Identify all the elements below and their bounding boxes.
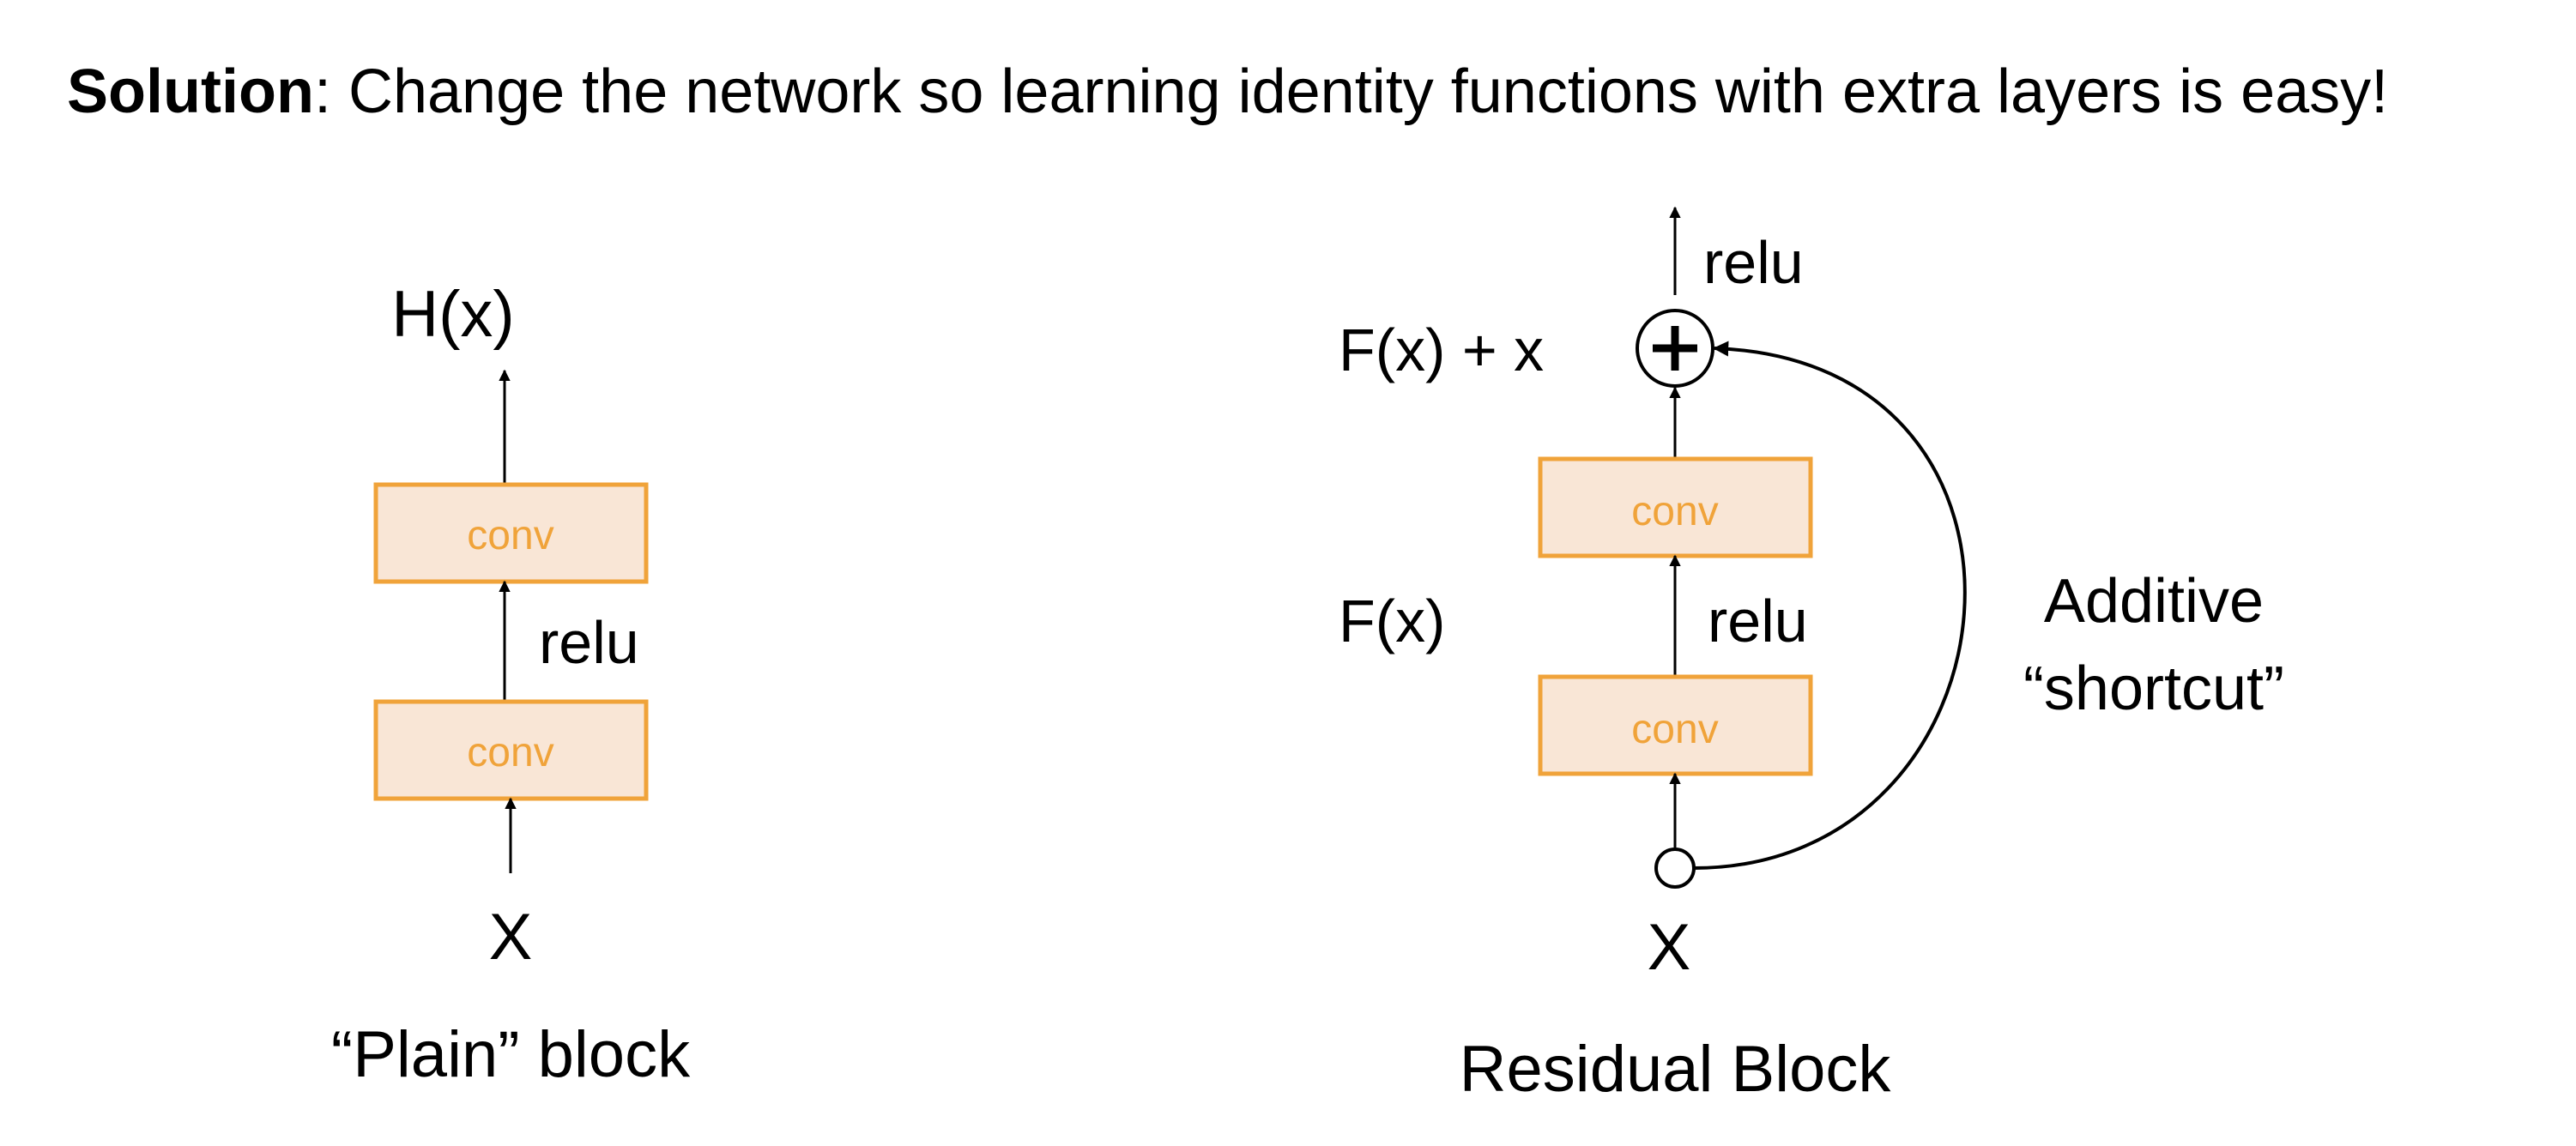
residual-conv-top-label: conv [1631, 489, 1718, 534]
residual-sum-label: F(x) + x [1339, 317, 1544, 383]
shortcut-label-line2: “shortcut” [2023, 654, 2284, 723]
plain-input-label: X [489, 901, 533, 974]
shortcut-label-line1: Additive [2044, 567, 2264, 636]
residual-conv-bottom-label: conv [1631, 707, 1718, 752]
residual-fx-label: F(x) [1339, 588, 1445, 654]
plain-block-caption: “Plain” block [331, 1018, 691, 1091]
plain-relu-label: relu [539, 609, 639, 676]
plain-block: H(x) conv relu conv X “Plain” block [331, 278, 691, 1091]
residual-relu-mid-label: relu [1708, 588, 1808, 654]
input-node-icon [1654, 847, 1696, 889]
residual-block: relu F(x) + x conv F(x) relu conv X Addi… [1339, 206, 2284, 1106]
shortcut-curve [1693, 341, 1967, 870]
plain-conv-top-label: conv [467, 513, 553, 558]
page-title: Solution: Change the network so learning… [67, 53, 2388, 130]
residual-relu-top-label: relu [1703, 229, 1804, 296]
plain-conv-bottom-label: conv [467, 730, 553, 775]
title-bold: Solution [67, 57, 314, 126]
plus-icon [1636, 309, 1714, 388]
plain-output-label: H(x) [391, 278, 515, 351]
title-rest: : Change the network so learning identit… [313, 57, 2389, 126]
plain-conv-top [373, 482, 649, 584]
residual-input-label: X [1648, 911, 1691, 984]
residual-conv-bottom [1538, 674, 1813, 776]
residual-block-caption: Residual Block [1460, 1033, 1892, 1106]
